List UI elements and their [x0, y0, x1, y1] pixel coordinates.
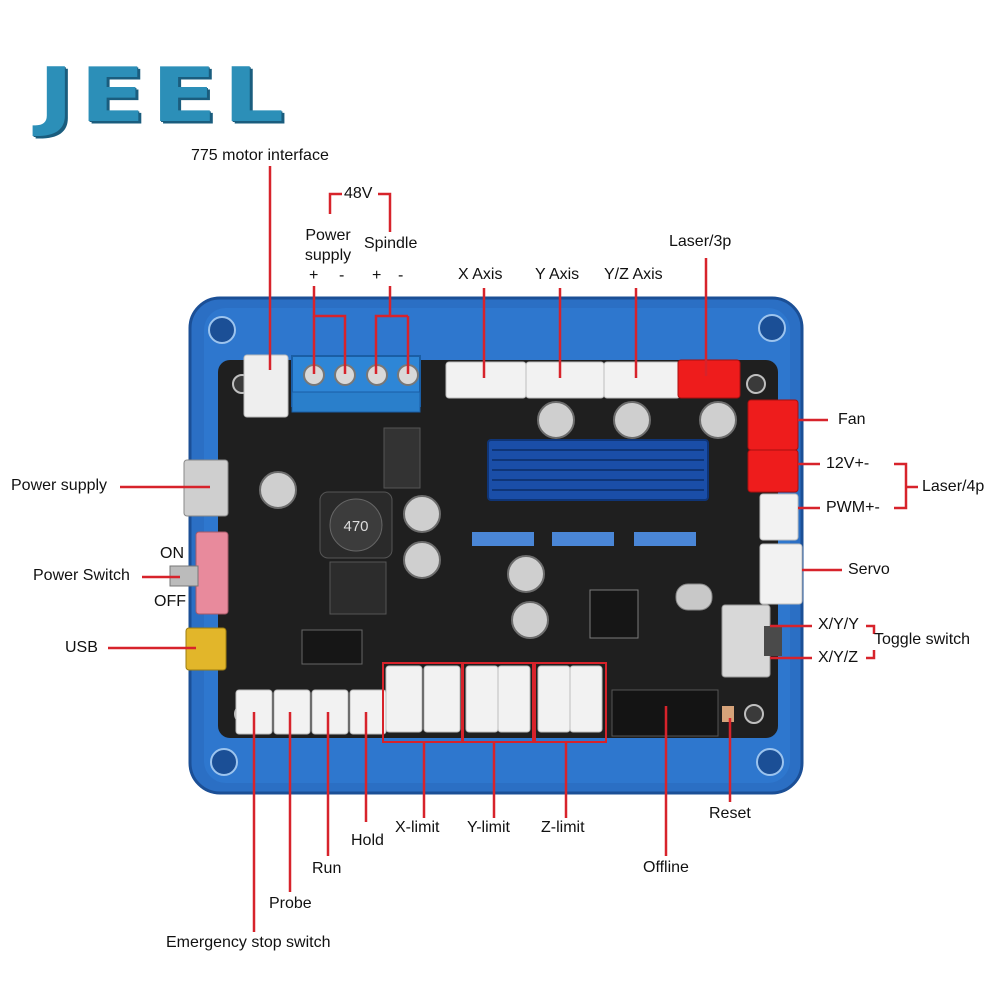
- label-run: Run: [312, 860, 342, 877]
- label-laser-4p: Laser/4p: [922, 478, 985, 495]
- terminal-screws: [303, 364, 419, 386]
- label-power-supply-top: Power supply: [304, 227, 352, 264]
- label-pwm: PWM+-: [826, 499, 880, 516]
- crystal: [675, 583, 713, 611]
- laser-4p-connector: [747, 449, 799, 493]
- label-toggle-switch: Toggle switch: [874, 631, 971, 648]
- label-x-axis: X Axis: [458, 266, 503, 283]
- label-emergency-stop: Emergency stop switch: [166, 934, 331, 951]
- case-holes: [208, 314, 786, 776]
- label-y-limit: Y-limit: [467, 819, 510, 836]
- servo-connector: [759, 543, 803, 605]
- fan-connector: [747, 399, 799, 451]
- inductor-marking: 470: [343, 518, 368, 535]
- mcu-chip: [589, 589, 639, 639]
- limit-group-boxes: [382, 662, 607, 743]
- label-spindle: Spindle: [364, 235, 418, 252]
- polarity-minus-2: -: [398, 267, 404, 284]
- pwm-connector: [759, 493, 799, 541]
- screw-terminal-base: [291, 391, 421, 413]
- label-z-limit: Z-limit: [541, 819, 585, 836]
- heatsink-fins: [492, 449, 704, 491]
- reset-button: [722, 706, 734, 722]
- label-power-supply-left: Power supply: [11, 477, 108, 494]
- polarity-minus-1: -: [339, 267, 345, 284]
- x-axis-connector: [445, 361, 527, 399]
- label-x-limit: X-limit: [395, 819, 440, 836]
- yz-axis-connector: [603, 361, 681, 399]
- motor-775-connector: [243, 354, 289, 418]
- toggle-switch-body: [721, 604, 771, 678]
- driver-pin-headers: [472, 532, 696, 546]
- label-yz-axis: Y/Z Axis: [604, 266, 663, 283]
- label-on: ON: [160, 545, 184, 562]
- label-off: OFF: [154, 593, 186, 610]
- label-fan: Fan: [838, 411, 866, 428]
- label-reset: Reset: [709, 805, 751, 822]
- y-axis-connector: [525, 361, 605, 399]
- label-laser-3p: Laser/3p: [669, 233, 732, 250]
- callout-lines: [108, 166, 918, 932]
- mosfet-left: [329, 561, 387, 615]
- power-switch-body: [195, 531, 229, 615]
- capacitors: [259, 401, 737, 639]
- brand-logo: JEEL: [38, 51, 291, 140]
- laser-3p-connector: [677, 359, 741, 399]
- toggle-switch-lever: [764, 626, 782, 656]
- label-probe: Probe: [269, 895, 312, 912]
- label-xyz: X/Y/Z: [818, 649, 859, 666]
- label-usb: USB: [65, 639, 98, 656]
- label-offline: Offline: [643, 859, 689, 876]
- label-775-motor: 775 motor interface: [191, 147, 329, 164]
- label-hold: Hold: [351, 832, 384, 849]
- label-xyy: X/Y/Y: [818, 616, 859, 633]
- polarity-plus-1: +: [309, 267, 319, 284]
- label-servo: Servo: [848, 561, 890, 578]
- regulator-ic: [383, 427, 421, 489]
- label-48v: 48V: [344, 185, 373, 202]
- label-y-axis: Y Axis: [535, 266, 580, 283]
- label-12v: 12V+-: [826, 455, 870, 472]
- usb-serial-chip: [301, 629, 363, 665]
- polarity-plus-2: +: [372, 267, 382, 284]
- label-power-switch: Power Switch: [33, 567, 130, 584]
